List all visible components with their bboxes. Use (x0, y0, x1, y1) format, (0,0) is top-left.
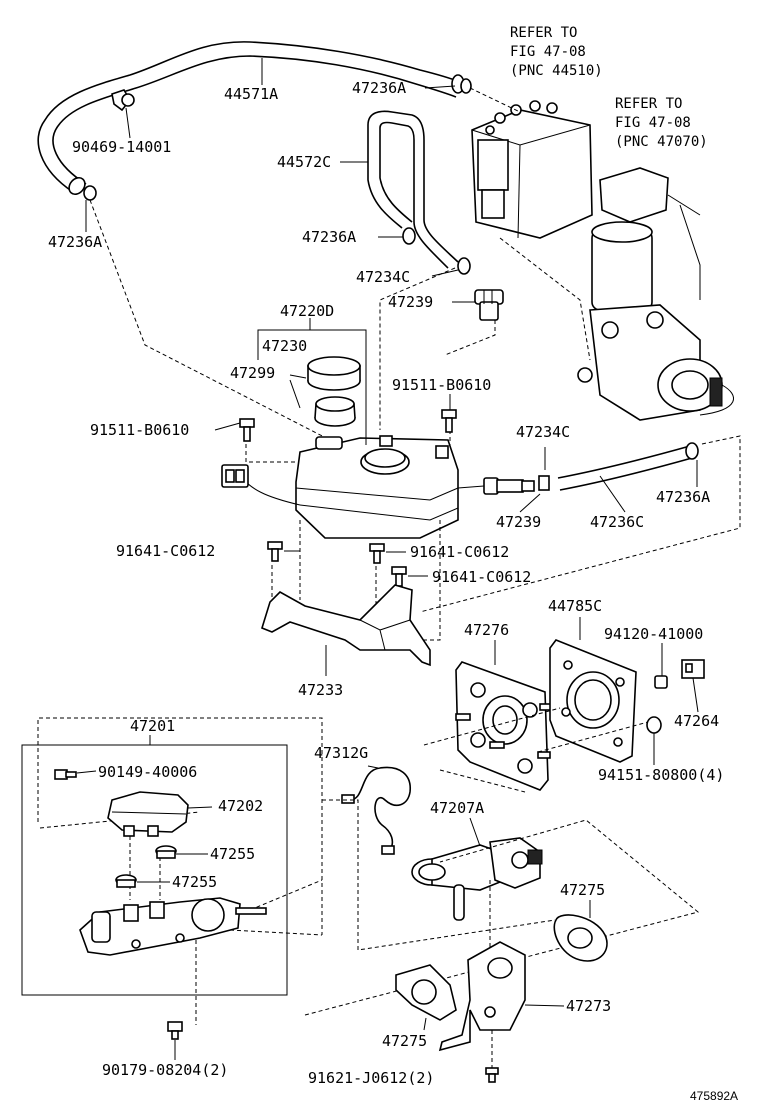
label-91511-b0610-right[interactable]: 91511-B0610 (392, 376, 492, 394)
bracket-47233[interactable] (261, 584, 431, 667)
label-44572c[interactable]: 44572C (277, 153, 332, 171)
label-47201[interactable]: 47201 (130, 717, 176, 735)
strainer-47299[interactable] (314, 396, 356, 427)
clamp-47234c-right[interactable] (538, 475, 550, 491)
clamp-47236a-mid[interactable] (402, 227, 416, 245)
bolt-91511-left[interactable] (239, 418, 255, 442)
label-47275-left[interactable]: 47275 (382, 1032, 428, 1050)
label-47236a-mid[interactable]: 47236A (302, 228, 357, 246)
label-44785c[interactable]: 44785C (548, 597, 603, 615)
bolt-91511-right[interactable] (441, 409, 457, 433)
nut-94120-41000[interactable] (654, 675, 668, 689)
clamp-47236a-right[interactable] (685, 442, 699, 460)
label-47239-bottom[interactable]: 47239 (496, 513, 542, 531)
label-91641-c0612-mid[interactable]: 91641-C0612 (410, 543, 510, 561)
label-47236a-right[interactable]: 47236A (656, 488, 711, 506)
label-47264[interactable]: 47264 (674, 712, 720, 730)
clamp-47236a-top[interactable] (451, 74, 472, 94)
hose-47312g[interactable] (341, 766, 411, 855)
bolt-91641-low[interactable] (391, 566, 407, 587)
label-47312g[interactable]: 47312G (314, 744, 369, 762)
bolt-91641-mid[interactable] (369, 543, 385, 564)
refer-note-47070-line3: (PNC 47070) (615, 134, 708, 150)
master-cylinder-47201[interactable] (79, 897, 267, 956)
label-94120-41000[interactable]: 94120-41000 (604, 625, 704, 643)
assembly-box-47201 (21, 744, 288, 996)
refer-note-44510-line3: (PNC 44510) (510, 63, 603, 79)
label-90469-14001[interactable]: 90469-14001 (72, 138, 172, 156)
label-47299[interactable]: 47299 (230, 364, 276, 382)
nut-94151-80800[interactable] (646, 716, 662, 734)
bolt-91621-j0612[interactable] (485, 1067, 499, 1083)
gasket-47275-left[interactable] (395, 964, 457, 1021)
label-47255-b[interactable]: 47255 (172, 873, 218, 891)
label-47220d[interactable]: 47220D (280, 302, 335, 320)
brake-booster-pump-47070[interactable] (577, 167, 734, 421)
label-47234c-right[interactable]: 47234C (516, 423, 571, 441)
bolt-91641-left[interactable] (267, 541, 283, 562)
union-47239-top[interactable] (474, 289, 504, 321)
bracket-47273[interactable] (438, 941, 526, 1052)
bolt-90179-08204[interactable] (167, 1021, 183, 1040)
clamp-47234c-top[interactable] (457, 257, 471, 275)
clip-47264[interactable] (681, 659, 705, 679)
clamp-47236a-left[interactable] (66, 175, 97, 201)
refer-note-44510-line2: FIG 47-08 (510, 44, 586, 60)
grommet-47255-b[interactable] (115, 874, 137, 888)
refer-note-44510-line1: REFER TO (510, 25, 578, 41)
label-47236c[interactable]: 47236C (590, 513, 645, 531)
label-91641-c0612-left[interactable]: 91641-C0612 (116, 542, 216, 560)
label-47239-top[interactable]: 47239 (388, 293, 434, 311)
label-91641-c0612-low[interactable]: 91641-C0612 (432, 568, 532, 586)
label-47273[interactable]: 47273 (566, 997, 612, 1015)
clip-90469-14001[interactable] (111, 89, 135, 112)
screw-90149-40006[interactable] (54, 769, 77, 780)
label-91621-j0612[interactable]: 91621-J0612(2) (308, 1069, 435, 1087)
reservoir-47220d[interactable] (235, 435, 459, 539)
gasket-47275-right[interactable] (553, 914, 608, 962)
hose-44571a[interactable] (37, 41, 461, 193)
cap-47230[interactable] (307, 356, 361, 391)
plate-44785c[interactable] (549, 639, 637, 763)
label-47207a[interactable]: 47207A (430, 799, 485, 817)
abs-actuator-44510[interactable] (471, 100, 593, 239)
label-44571a[interactable]: 44571A (224, 85, 279, 103)
grommet-47255-a[interactable] (155, 845, 177, 859)
label-91511-b0610-left[interactable]: 91511-B0610 (90, 421, 190, 439)
label-90149-40006[interactable]: 90149-40006 (98, 763, 198, 781)
diagram-code: 475892A (690, 1089, 739, 1103)
hose-44572c[interactable] (367, 110, 459, 269)
connector-reservoir[interactable] (221, 464, 249, 488)
bracket-leader-47220d (257, 318, 367, 445)
hose-47236c[interactable] (557, 445, 693, 491)
union-47239-bottom[interactable] (457, 477, 535, 495)
label-47275-right[interactable]: 47275 (560, 881, 606, 899)
gasket-47276[interactable] (455, 661, 553, 791)
label-94151-80800[interactable]: 94151-80800(4) (598, 766, 725, 784)
label-90179-08204[interactable]: 90179-08204(2) (102, 1061, 229, 1079)
label-47234c-top[interactable]: 47234C (356, 268, 411, 286)
refer-note-47070-line2: FIG 47-08 (615, 115, 691, 131)
label-47236a-top[interactable]: 47236A (352, 79, 407, 97)
label-47255-a[interactable]: 47255 (210, 845, 256, 863)
label-47233[interactable]: 47233 (298, 681, 344, 699)
refer-note-47070-line1: REFER TO (615, 96, 683, 112)
label-47202[interactable]: 47202 (218, 797, 264, 815)
valve-47207a[interactable] (411, 837, 543, 921)
label-47276[interactable]: 47276 (464, 621, 510, 639)
label-47230[interactable]: 47230 (262, 337, 308, 355)
label-47236a-left[interactable]: 47236A (48, 233, 103, 251)
reservoir-47202[interactable] (107, 791, 189, 837)
